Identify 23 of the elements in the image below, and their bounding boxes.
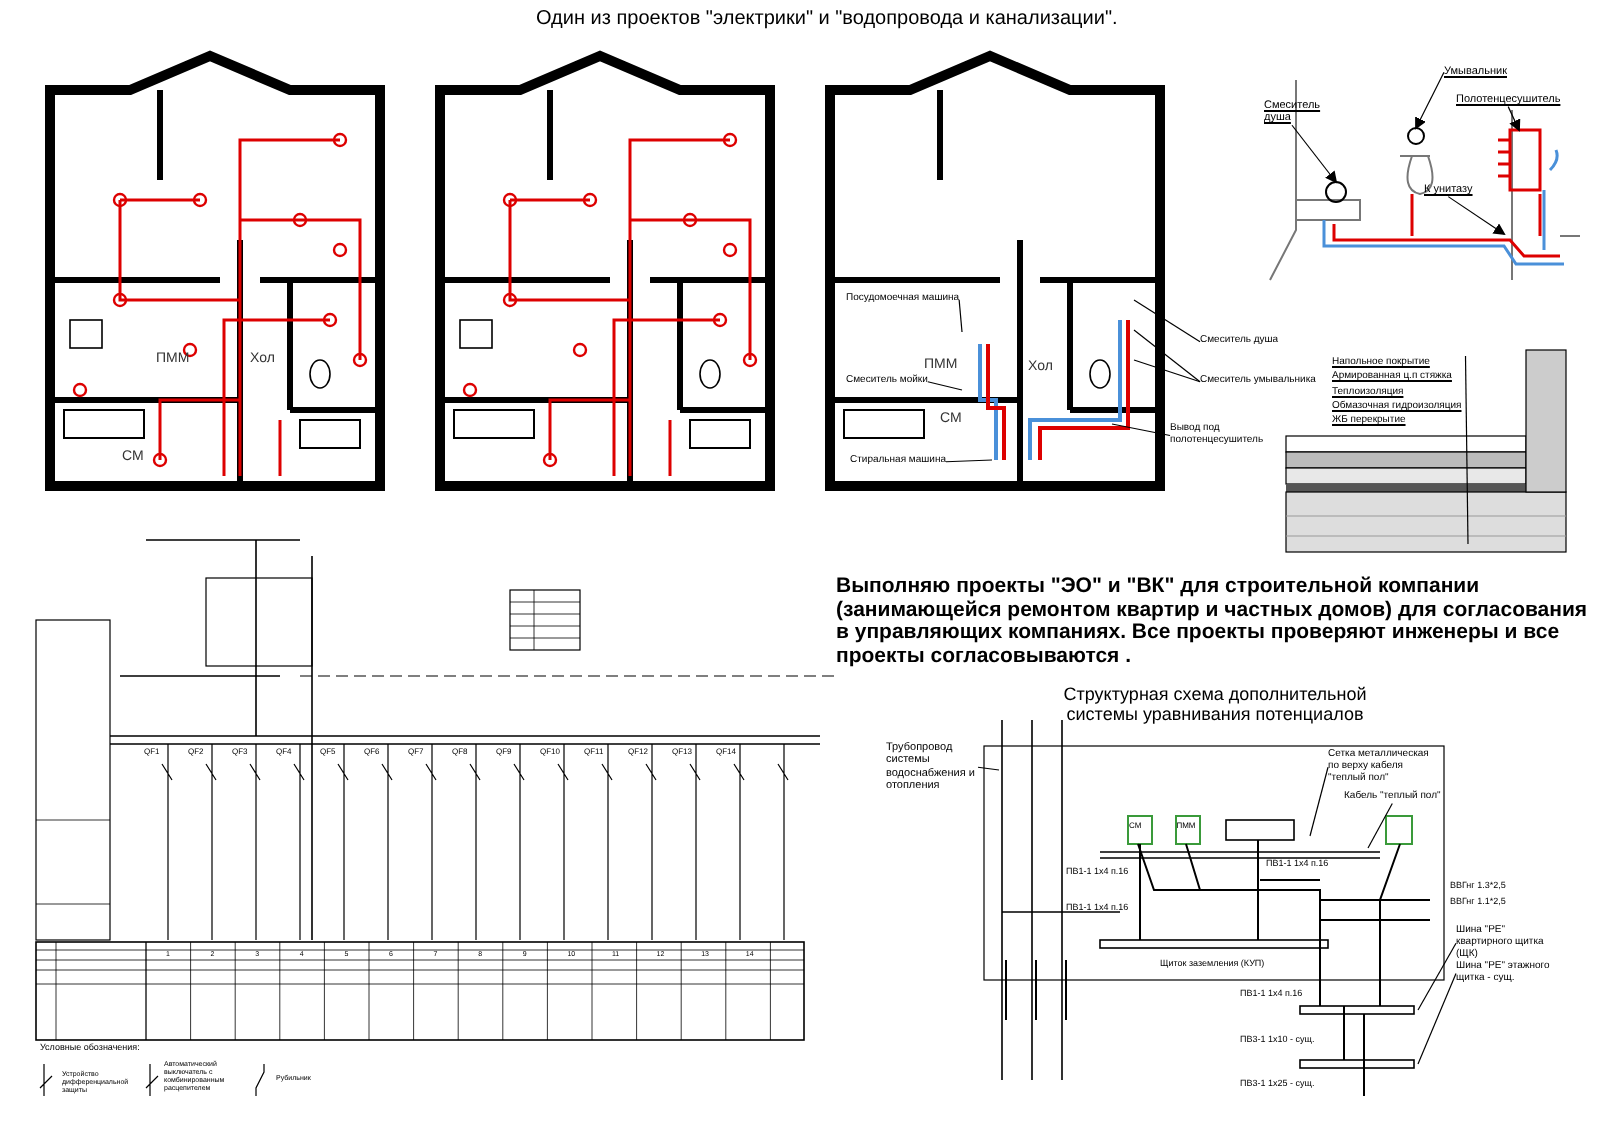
leader-line <box>1417 942 1457 1011</box>
leader-line <box>1417 972 1457 1065</box>
leader-line <box>1447 196 1506 236</box>
mixer-icon <box>1325 181 1347 203</box>
leader-line <box>1309 766 1329 837</box>
leader-line <box>1415 71 1445 130</box>
leader-line <box>977 766 1000 771</box>
leader-line <box>1111 423 1171 437</box>
mixer-icon <box>1407 127 1425 145</box>
leader-line <box>927 381 963 391</box>
leader-line <box>1133 329 1201 383</box>
title: Один из проектов "электрики" и "водопровода и канализации". <box>536 8 1118 30</box>
towel-dryer-icon <box>1496 128 1542 192</box>
description-paragraph: Выполняю проекты "ЭО" и "ВК" для строительной компании (занимающейся ремонтом квартир и частных домов) для согласования в управляющих компаниях. Все проекты проверяют инженеры и все проекты согласовываются . <box>836 576 1590 669</box>
leader-line <box>1291 124 1338 184</box>
leader-line <box>1464 355 1469 545</box>
leader-line <box>945 459 993 463</box>
leader-line <box>958 299 963 333</box>
leader-line <box>1133 359 1201 383</box>
leader-line <box>1507 106 1521 132</box>
leader-line <box>1367 802 1393 849</box>
leader-line <box>1133 299 1201 343</box>
scheme-title: Структурная схема дополнительной системы уравнивания потенциалов <box>1061 686 1369 726</box>
